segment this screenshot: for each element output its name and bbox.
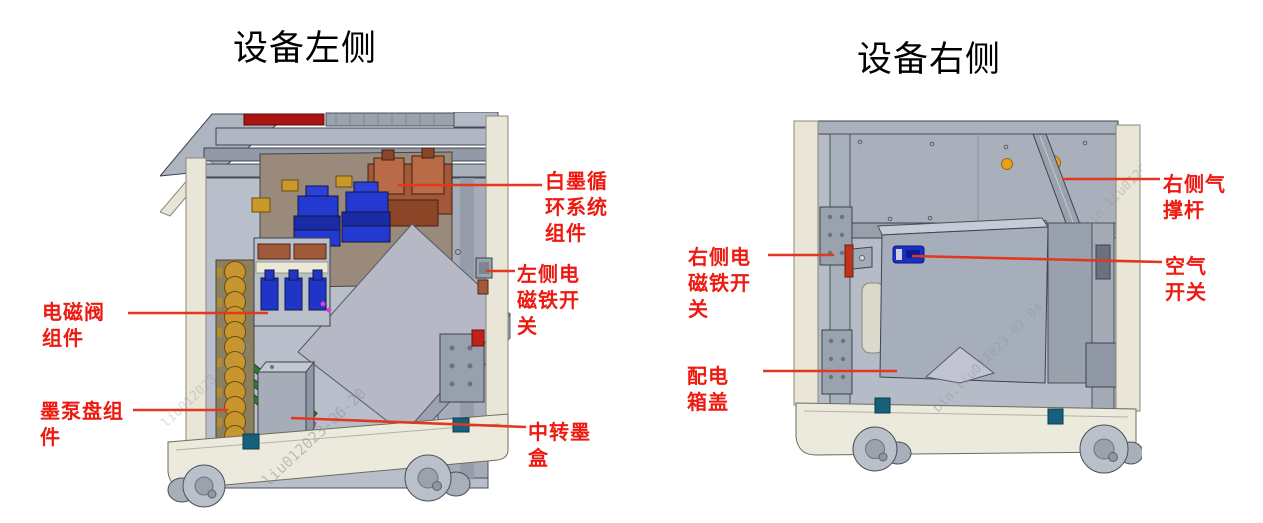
left-figure-title: 设备左侧	[233, 29, 378, 68]
label-air-switch: 空气 开关	[1165, 256, 1207, 304]
transfer-ink-cartridge-box	[256, 360, 316, 440]
caster-wheels	[167, 454, 471, 508]
base-frame	[167, 413, 509, 489]
left-machine-svg: liu012023-06-20 liu012023-06-20	[158, 111, 511, 508]
label-white-ink-circulation: 白墨循 环系统 组件	[545, 171, 608, 245]
right-figure-title: 设备右侧	[857, 40, 1002, 79]
right-electromagnet-switch-bracket	[844, 244, 873, 278]
white-ink-circulation-assembly	[367, 147, 453, 227]
solenoid-valve-assembly	[253, 237, 332, 327]
blue-pump-stacks	[293, 181, 391, 247]
label-right-electromagnet-switch: 右侧电 磁铁开 关	[688, 247, 751, 321]
label-distribution-box-cover: 配电 箱盖	[687, 366, 729, 414]
left-frame-post	[793, 120, 819, 406]
air-switch	[892, 245, 925, 264]
left-electromagnet-switch-bracket	[475, 257, 493, 295]
upper-panel	[829, 133, 1121, 227]
label-left-electromagnet-switch: 左侧电 磁铁开 关	[517, 264, 580, 338]
right-frame-post	[1115, 124, 1141, 412]
left-machine-illustration: liu012023-06-20 liu012023-06-20	[158, 111, 512, 520]
right-machine-svg: bin.liu012023-07-04 bin.liu012023-07-04	[793, 117, 1196, 474]
label-right-gas-strut: 右侧气 撑杆	[1163, 174, 1226, 222]
caster-wheels	[852, 424, 1144, 474]
label-ink-pump-disk: 墨泵盘组 件	[40, 401, 124, 449]
label-transfer-ink-cartridge: 中转墨 盒	[528, 422, 591, 470]
label-solenoid-valve: 电磁阀 组件	[42, 302, 105, 350]
right-machine-illustration: bin.liu012023-07-04 bin.liu012023-07-04	[790, 115, 1196, 485]
